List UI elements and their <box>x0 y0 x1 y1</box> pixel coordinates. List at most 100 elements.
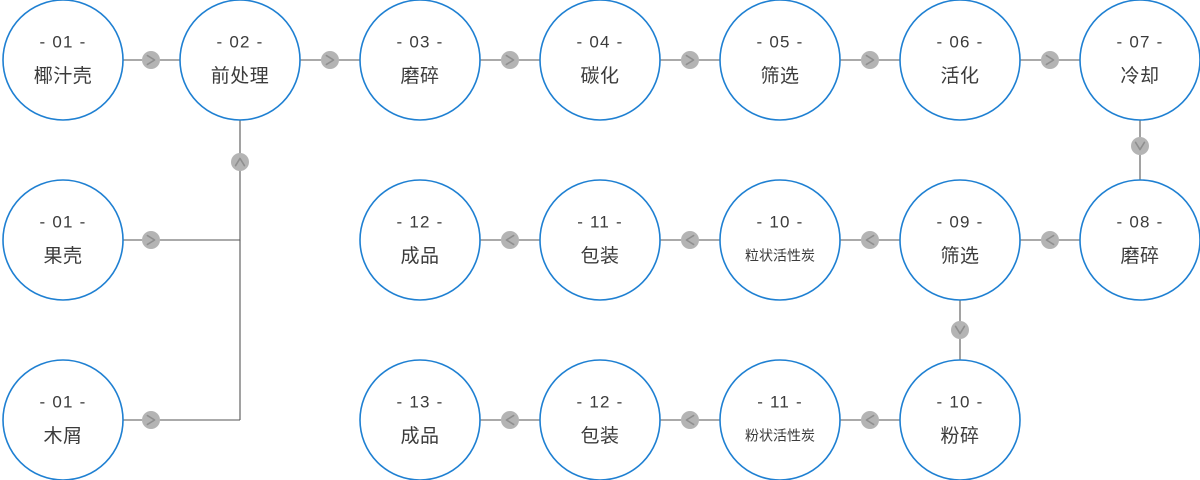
node-label: 包装 <box>580 245 619 267</box>
node-circle[interactable] <box>2 359 124 480</box>
connector-badge <box>861 51 879 69</box>
node-label: 冷却 <box>1120 65 1159 87</box>
node-circle[interactable] <box>719 179 841 301</box>
chevron-right-icon <box>325 54 335 66</box>
chevron-left-icon <box>685 414 695 426</box>
process-node-n08[interactable]: - 08 -磨碎 <box>1079 179 1200 301</box>
connector <box>123 51 180 69</box>
connector-badge <box>861 231 879 249</box>
connector-layer <box>123 51 1149 429</box>
chevron-down-icon <box>954 325 966 335</box>
process-node-n02[interactable]: - 02 -前处理 <box>179 0 301 121</box>
node-circle[interactable] <box>539 0 661 121</box>
connector-badge <box>681 231 699 249</box>
node-number: - 12 - <box>577 392 624 411</box>
process-node-n07[interactable]: - 07 - 冷却 <box>1079 0 1200 121</box>
process-node-n11b[interactable]: - 11 - 粉状活性炭 <box>719 359 841 480</box>
node-circle[interactable] <box>719 359 841 480</box>
connector-badge <box>1131 137 1149 155</box>
process-node-n09[interactable]: - 09 - 筛选 <box>899 179 1021 301</box>
node-number: - 12 - <box>397 212 444 231</box>
node-label: 活化 <box>940 65 979 87</box>
node-label: 成品 <box>400 245 439 267</box>
connector <box>123 120 241 249</box>
chevron-right-icon <box>146 414 156 426</box>
node-circle[interactable] <box>539 179 661 301</box>
process-node-n12a[interactable]: - 12 - 成品 <box>359 179 481 301</box>
chevron-right-icon <box>685 54 695 66</box>
connector-line <box>123 120 241 241</box>
chevron-left-icon <box>865 234 875 246</box>
process-node-n01b[interactable]: - 01 -果壳 <box>2 179 124 301</box>
process-node-n04[interactable]: - 04 -碳化 <box>539 0 661 121</box>
process-node-n12b[interactable]: - 12 -包装 <box>539 359 661 480</box>
connector-badge <box>142 231 160 249</box>
connector <box>1020 51 1080 69</box>
connector-badge <box>501 411 519 429</box>
node-circle[interactable] <box>539 359 661 480</box>
connector <box>951 300 969 360</box>
node-number: - 02 - <box>217 32 264 51</box>
chevron-right-icon <box>865 54 875 66</box>
node-circle[interactable] <box>899 359 1021 480</box>
connector-badge <box>142 51 160 69</box>
node-number: - 03 - <box>397 32 444 51</box>
node-label: 磨碎 <box>400 65 439 87</box>
process-node-n10b[interactable]: - 10 - 粉碎 <box>899 359 1021 480</box>
node-number: - 04 - <box>577 32 624 51</box>
process-node-n11a[interactable]: - 11 -包装 <box>539 179 661 301</box>
connector <box>123 411 240 429</box>
connector-badge <box>861 411 879 429</box>
process-node-n10a[interactable]: - 10 -粒状活性炭 <box>719 179 841 301</box>
connector <box>300 51 360 69</box>
node-number: - 09 - <box>937 212 984 231</box>
node-circle[interactable] <box>2 0 124 121</box>
connector <box>480 51 540 69</box>
connector-badge <box>501 51 519 69</box>
node-circle[interactable] <box>359 179 481 301</box>
node-circle[interactable] <box>359 359 481 480</box>
node-number: - 08 - <box>1117 212 1164 231</box>
chevron-right-icon <box>146 54 156 66</box>
process-node-n06[interactable]: - 06 -活化 <box>899 0 1021 121</box>
node-number: - 07 - <box>1117 32 1164 51</box>
connector <box>1131 120 1149 180</box>
chevron-left-icon <box>1045 234 1055 246</box>
node-number: - 01 - <box>40 392 87 411</box>
process-node-n01c[interactable]: - 01 -木屑 <box>2 359 124 480</box>
node-label: 椰汁壳 <box>34 65 93 87</box>
connector <box>840 411 900 429</box>
process-node-n01a[interactable]: - 01 -椰汁壳 <box>2 0 124 121</box>
connector <box>480 411 540 429</box>
chevron-left-icon <box>505 414 515 426</box>
process-node-n03[interactable]: - 03 - 磨碎 <box>359 0 481 121</box>
process-node-n05[interactable]: - 05 -筛选 <box>719 0 841 121</box>
node-label: 粉碎 <box>940 425 979 447</box>
node-number: - 13 - <box>397 392 444 411</box>
chevron-right-icon <box>505 54 515 66</box>
node-circle[interactable] <box>1079 0 1200 121</box>
process-node-n13[interactable]: - 13 -成品 <box>359 359 481 480</box>
node-circle[interactable] <box>719 0 841 121</box>
connector-badge <box>231 153 249 171</box>
node-circle[interactable] <box>899 179 1021 301</box>
node-circle[interactable] <box>1079 179 1200 301</box>
node-number: - 10 - <box>757 212 804 231</box>
chevron-left-icon <box>505 234 515 246</box>
node-number: - 11 - <box>757 392 803 411</box>
node-circle[interactable] <box>899 0 1021 121</box>
chevron-right-icon <box>146 234 156 246</box>
node-label: 粉状活性炭 <box>745 428 815 444</box>
node-circle[interactable] <box>179 0 301 121</box>
node-label: 筛选 <box>940 245 979 267</box>
connector-badge <box>142 411 160 429</box>
node-number: - 10 - <box>937 392 984 411</box>
chevron-right-icon <box>1045 54 1055 66</box>
connector-badge <box>501 231 519 249</box>
node-circle[interactable] <box>359 0 481 121</box>
node-circle[interactable] <box>2 179 124 301</box>
connector-badge <box>1041 231 1059 249</box>
chevron-left-icon <box>865 414 875 426</box>
